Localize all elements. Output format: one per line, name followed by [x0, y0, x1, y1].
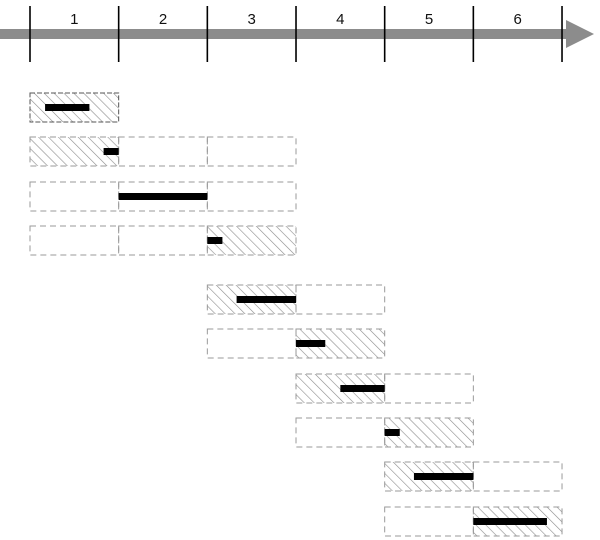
active-bar	[118, 193, 208, 200]
task-cell	[118, 136, 208, 167]
active-bar	[384, 429, 400, 436]
slot-label: 4	[336, 11, 344, 28]
timeline-arrow-head	[566, 20, 594, 48]
task-row	[384, 461, 563, 492]
task-rows	[29, 92, 563, 537]
task-cell	[295, 284, 386, 315]
slot-label: 1	[70, 11, 78, 28]
task-cell	[384, 373, 474, 404]
task-cell	[472, 461, 563, 492]
active-bar	[473, 518, 547, 525]
active-bar	[296, 340, 326, 347]
active-bar	[236, 296, 297, 303]
task-row	[295, 373, 474, 404]
slot-label: 6	[514, 11, 522, 28]
task-cell	[29, 181, 120, 212]
active-bar	[340, 385, 385, 392]
active-bar	[207, 237, 223, 244]
task-row	[29, 181, 297, 212]
task-row	[29, 225, 297, 256]
slot-label: 2	[159, 11, 167, 28]
active-bar	[45, 104, 90, 111]
timeline-axis: 1 2 3 4 5 6	[0, 6, 594, 62]
task-cell	[206, 328, 297, 359]
task-row	[206, 284, 386, 315]
task-cell	[384, 506, 474, 537]
task-row	[206, 328, 386, 359]
task-cell	[206, 136, 297, 167]
slot-label: 5	[425, 11, 433, 28]
task-row	[384, 506, 563, 537]
task-row	[29, 136, 297, 167]
task-cell	[295, 417, 386, 448]
task-row	[295, 417, 474, 448]
task-cell	[29, 92, 120, 123]
task-cell	[206, 181, 297, 212]
active-bar	[413, 473, 474, 480]
task-row	[29, 92, 120, 123]
task-cell	[29, 225, 120, 256]
task-cell	[118, 225, 208, 256]
active-bar	[103, 148, 119, 155]
timeline-arrow-shaft	[0, 29, 572, 39]
slot-label: 3	[248, 11, 256, 28]
